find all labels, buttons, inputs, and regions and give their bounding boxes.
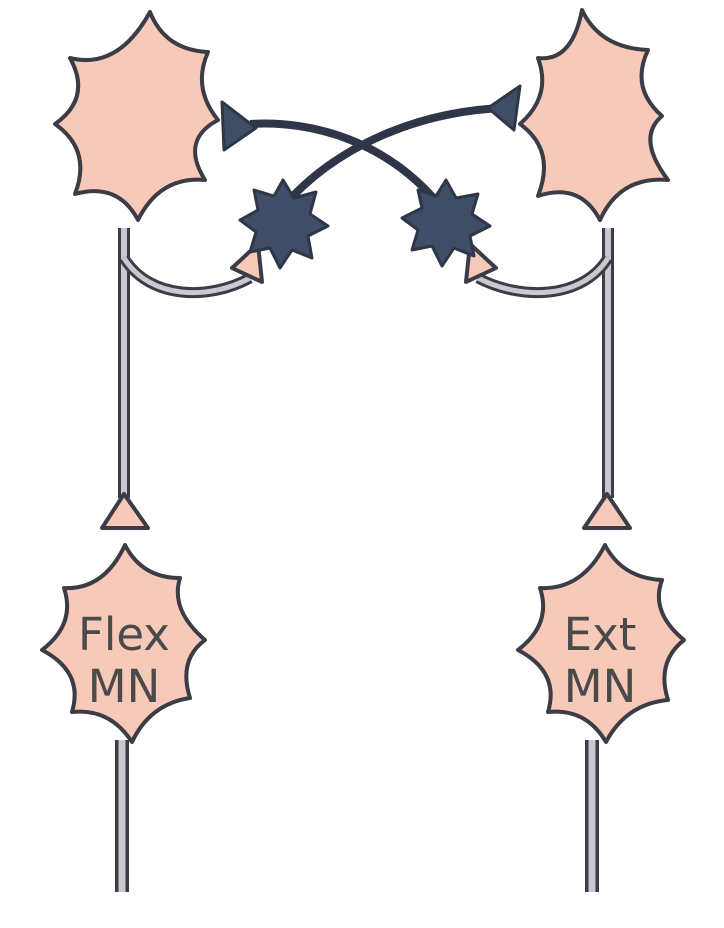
- axons: [115, 104, 614, 892]
- left-inhibitory-interneuron: [238, 178, 330, 270]
- extensor-synapse-terminal: [582, 492, 632, 530]
- flexor-motor-neuron-label-line1: Flex: [78, 608, 170, 661]
- inhibitory-terminal-on-upper-left-neuron: [220, 100, 258, 152]
- excitatory-terminals: [100, 242, 632, 530]
- inhibitory-axon-left-to-right: [278, 104, 506, 211]
- inhibitory-terminals: [220, 84, 522, 152]
- extensor-motor-neuron-body: [516, 543, 686, 744]
- left-inhibitory-interneuron-body: [238, 178, 330, 270]
- flexor-synapse-terminal: [100, 492, 150, 530]
- upper-left-neuron-body: [53, 10, 220, 222]
- inhibitory-terminal-on-upper-right-neuron: [486, 84, 522, 132]
- right-inhibitory-interneuron-body: [400, 178, 492, 268]
- extensor-motor-neuron-label-line1: Ext: [564, 608, 637, 661]
- flexor-motor-neuron: Flex MN: [40, 543, 207, 744]
- upper-right-neuron: [518, 8, 670, 222]
- flexor-motor-neuron-body: [40, 543, 207, 744]
- extensor-motor-neuron-label-line2: MN: [564, 660, 637, 713]
- upper-left-neuron: [53, 10, 220, 222]
- left-collateral-terminal: [230, 242, 264, 284]
- upper-right-neuron-body: [518, 8, 670, 222]
- flexor-motor-neuron-label-line2: MN: [88, 660, 161, 713]
- extensor-motor-neuron: Ext MN: [516, 543, 686, 744]
- inhibitory-axon-right-to-left: [249, 119, 449, 215]
- right-inhibitory-interneuron: [400, 178, 492, 268]
